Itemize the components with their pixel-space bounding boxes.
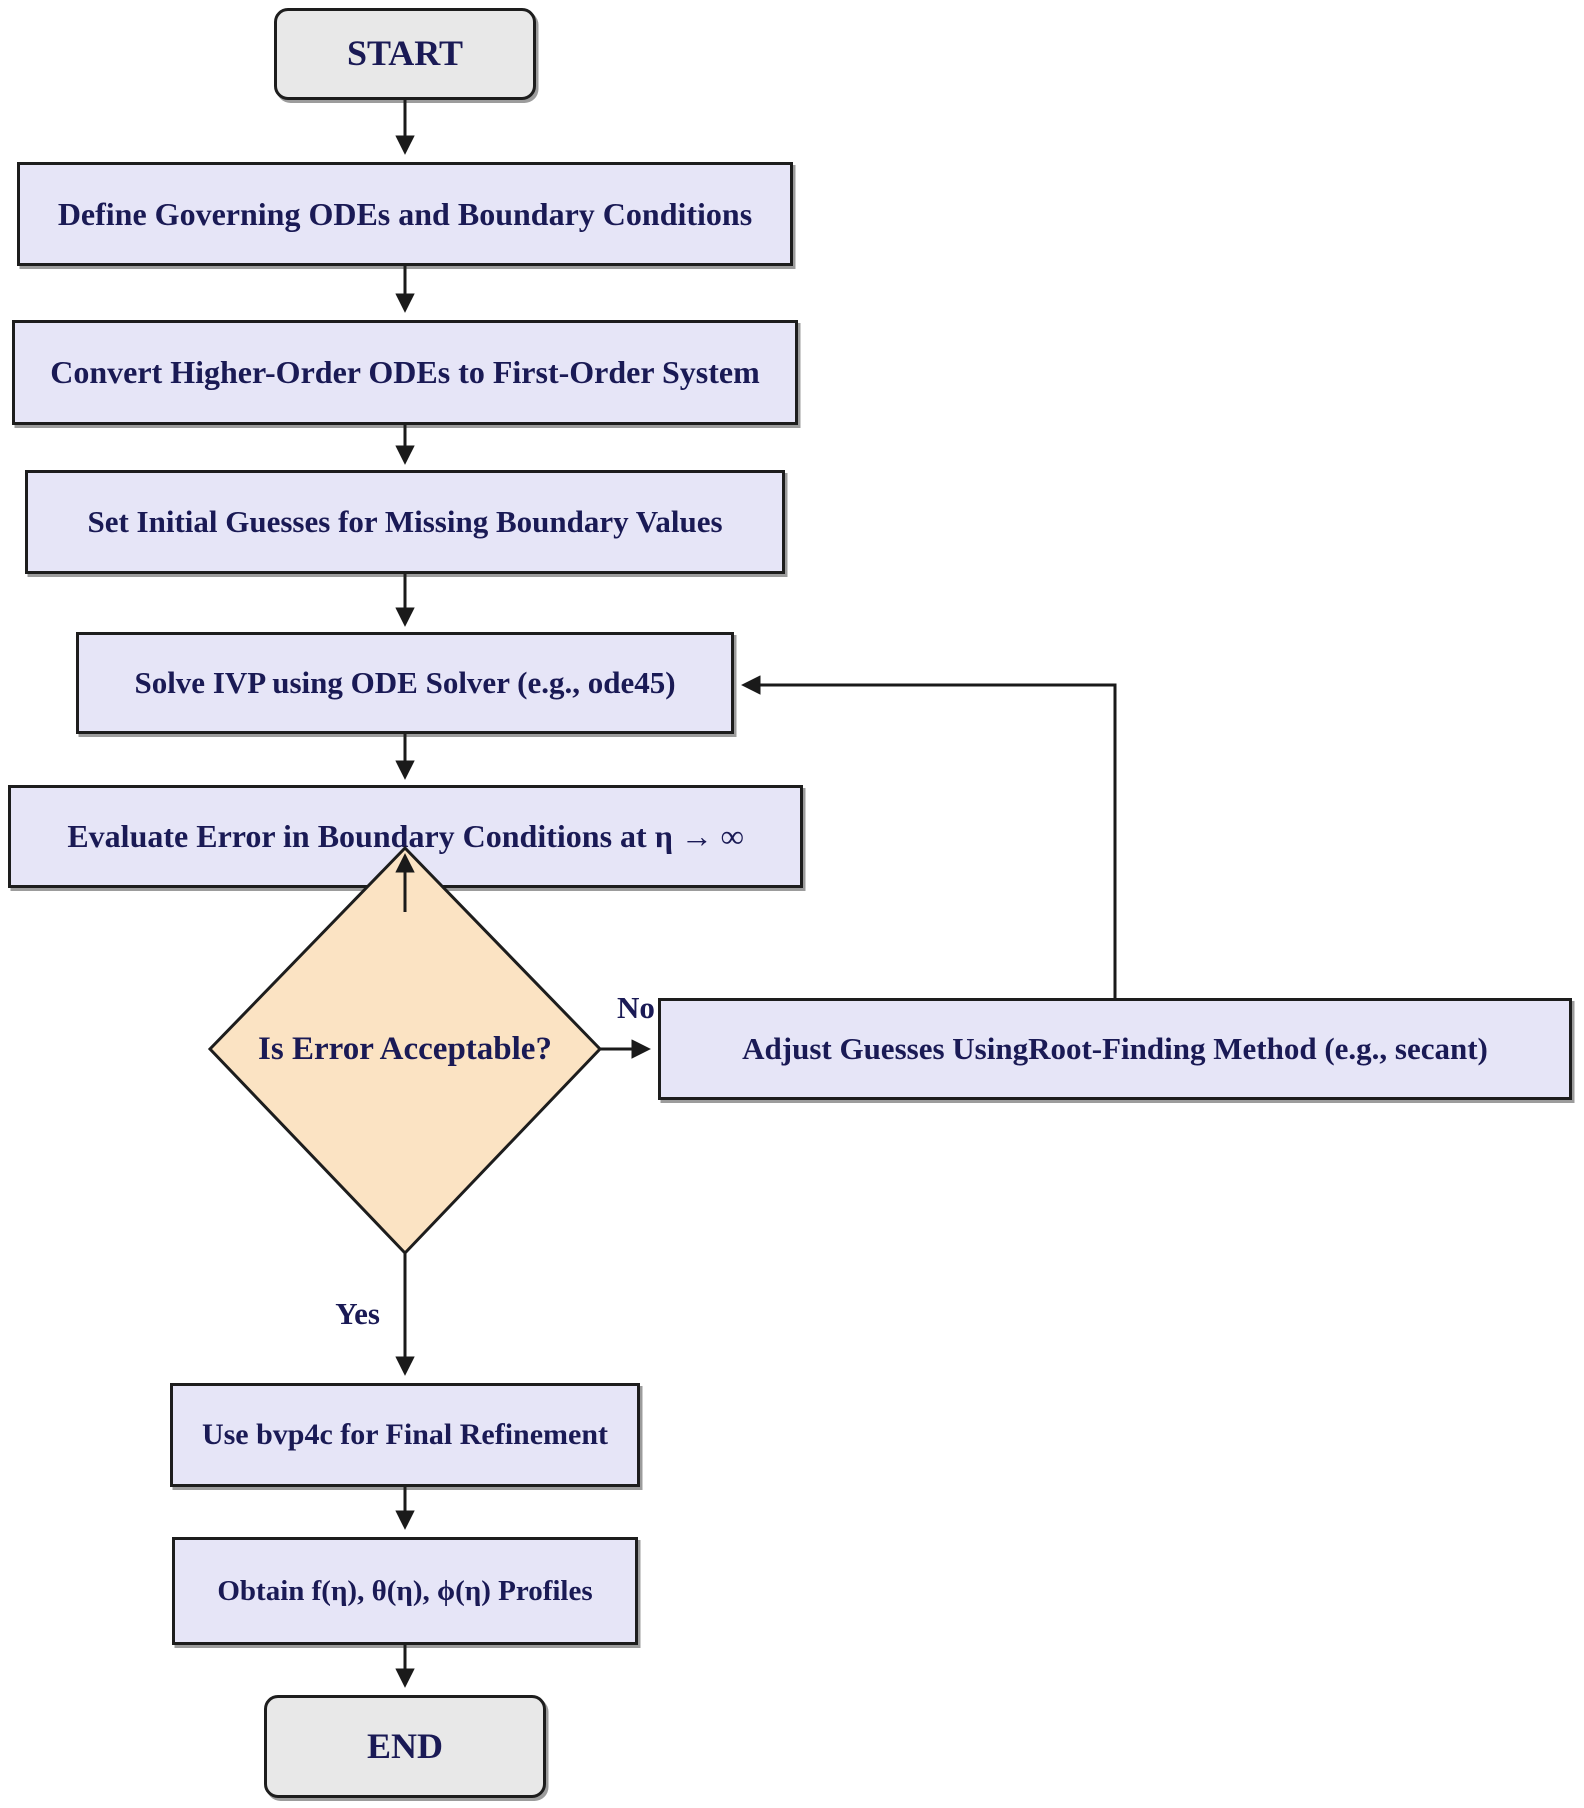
- node-end: END: [264, 1695, 546, 1798]
- node-adjust-guesses-label: Adjust Guesses UsingRoot-Finding Method …: [742, 1031, 1488, 1067]
- node-define-odes: Define Governing ODEs and Boundary Condi…: [17, 162, 793, 266]
- node-start: START: [274, 8, 536, 100]
- node-decision-label: Is Error Acceptable?: [258, 1030, 552, 1067]
- node-adjust-guesses: Adjust Guesses UsingRoot-Finding Method …: [658, 998, 1572, 1100]
- node-convert-odes-label: Convert Higher-Order ODEs to First-Order…: [50, 354, 760, 391]
- node-bvp4c-refinement: Use bvp4c for Final Refinement: [170, 1383, 640, 1487]
- node-obtain-profiles-label: Obtain f(η), θ(η), ϕ(η) Profiles: [217, 1574, 593, 1607]
- edge-label-no: No: [617, 990, 655, 1025]
- node-start-label: START: [346, 33, 464, 74]
- node-decision-diamond: [207, 845, 603, 1256]
- node-set-initial-guesses: Set Initial Guesses for Missing Boundary…: [25, 470, 785, 574]
- edge-adjust-feedback-to-solveivp: [741, 675, 1117, 998]
- node-obtain-profiles: Obtain f(η), θ(η), ϕ(η) Profiles: [172, 1537, 638, 1645]
- node-convert-odes: Convert Higher-Order ODEs to First-Order…: [12, 320, 798, 425]
- node-solve-ivp: Solve IVP using ODE Solver (e.g., ode45): [76, 632, 734, 734]
- node-define-odes-label: Define Governing ODEs and Boundary Condi…: [57, 195, 753, 232]
- node-solve-ivp-label: Solve IVP using ODE Solver (e.g., ode45): [134, 665, 676, 701]
- node-set-initial-guesses-label: Set Initial Guesses for Missing Boundary…: [87, 504, 723, 540]
- edge-label-yes: Yes: [335, 1296, 380, 1331]
- node-end-label: END: [366, 1725, 443, 1766]
- node-bvp4c-refinement-label: Use bvp4c for Final Refinement: [201, 1418, 609, 1451]
